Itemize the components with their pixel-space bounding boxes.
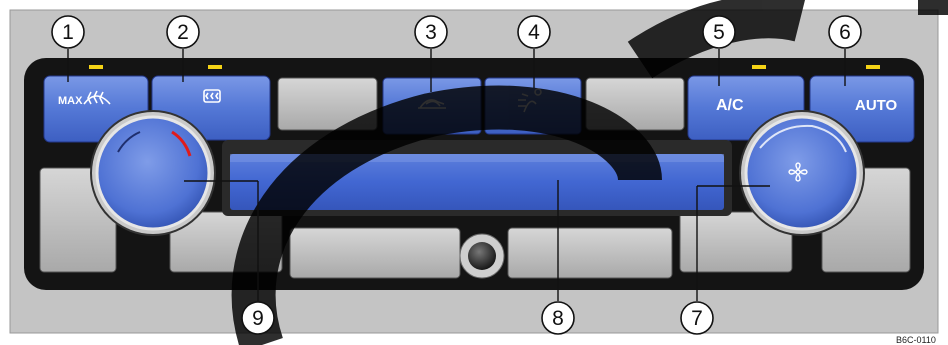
center-rotary-button[interactable]: [460, 234, 504, 278]
figure-code: B6C-0110: [896, 335, 936, 345]
svg-text:7: 7: [691, 307, 703, 330]
callout-2: 2: [167, 16, 199, 48]
indicator-led-auto: [866, 65, 880, 69]
max-defrost-label: MAX: [58, 95, 83, 107]
indicator-led-max-defrost: [89, 65, 103, 69]
svg-text:6: 6: [839, 21, 851, 44]
svg-text:3: 3: [425, 21, 437, 44]
indicator-led-rear-defrost: [208, 65, 222, 69]
callout-9: 9: [242, 302, 274, 334]
svg-text:8: 8: [552, 307, 564, 330]
svg-text:9: 9: [252, 307, 264, 330]
callout-4: 4: [518, 16, 550, 48]
callout-5: 5: [703, 16, 735, 48]
svg-text:4: 4: [528, 21, 540, 44]
indicator-led-ac: [752, 65, 766, 69]
svg-text:5: 5: [713, 21, 725, 44]
svg-text:2: 2: [177, 21, 189, 44]
blank-button-center-left: [290, 228, 460, 278]
blank-button-center-right: [508, 228, 672, 278]
callout-7: 7: [681, 302, 713, 334]
auto-label: AUTO: [855, 97, 898, 114]
callout-1: 1: [52, 16, 84, 48]
ac-label: A/C: [716, 97, 744, 114]
callout-6: 6: [829, 16, 861, 48]
callout-3: 3: [415, 16, 447, 48]
fan-speed-knob[interactable]: [740, 111, 864, 235]
temperature-knob[interactable]: [91, 111, 215, 235]
svg-text:1: 1: [62, 21, 74, 44]
callout-8: 8: [542, 302, 574, 334]
